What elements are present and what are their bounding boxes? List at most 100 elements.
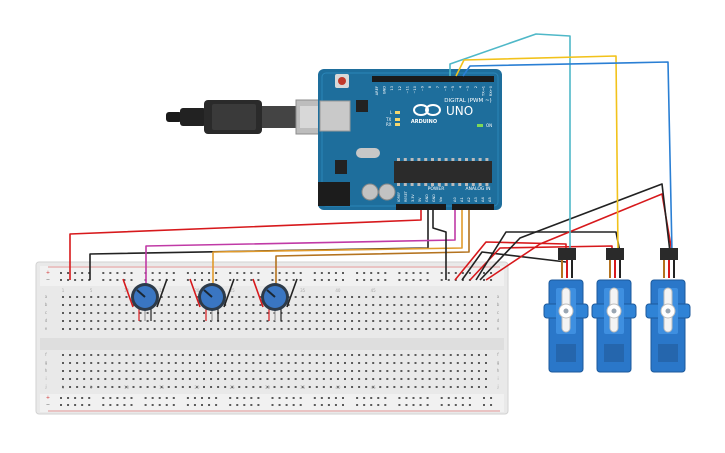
analog-pin-label: A0 [453, 197, 457, 202]
row-letter: j [44, 384, 46, 389]
wire-pot-signal-1 [145, 210, 456, 286]
analog-header [452, 204, 494, 210]
chip-pins [397, 158, 489, 186]
wire-servo-ground-1 [461, 251, 567, 281]
row-letter: h [497, 368, 500, 373]
potentiometer[interactable] [252, 278, 298, 321]
power-pin-label: GND [432, 194, 436, 202]
column-number: 45 [371, 385, 377, 390]
wire-servo-signal-1 [449, 33, 571, 252]
analog-pin-label: A3 [474, 197, 478, 202]
wire-servo-signal-3 [462, 61, 673, 253]
row-letter: f [497, 352, 499, 357]
digital-pin-label: 13 [390, 86, 394, 91]
row-letter: a [497, 294, 500, 299]
analog-pin-label: A1 [460, 197, 464, 202]
wire-servo-power-3 [485, 193, 673, 281]
servo-motor[interactable] [591, 248, 637, 373]
l-led [395, 111, 400, 114]
wire-pot-signal-3 [275, 210, 470, 286]
digital-pin-label: ~3 [466, 86, 470, 91]
arduino-logo: ARDUINO UNO [411, 104, 473, 125]
on-led [477, 124, 483, 127]
row-letter: g [45, 360, 48, 365]
digital-pin-label: ~11 [405, 86, 409, 94]
column-number: 1 [62, 385, 65, 390]
column-number: 35 [300, 385, 306, 390]
digital-header-label: DIGITAL (PWM ~) [444, 98, 491, 104]
row-letter: b [497, 302, 500, 307]
analog-header-label: ANALOG IN [465, 186, 490, 192]
column-number: 30 [265, 385, 271, 390]
digital-pin-label: TX→1 [481, 86, 485, 97]
wire-gnd-right [432, 210, 447, 280]
column-number: 5 [90, 288, 93, 293]
row-letter: e [497, 326, 500, 331]
row-letter: f [45, 352, 47, 357]
column-number: 20 [194, 288, 200, 293]
row-letter: j [496, 384, 498, 389]
power-jack [318, 182, 350, 206]
digital-pin-label: ~5 [451, 86, 455, 91]
svg-text:TX: TX [385, 117, 391, 122]
wire-5v [69, 210, 422, 280]
servo-motor[interactable] [645, 248, 691, 373]
column-number: 5 [90, 385, 93, 390]
column-number: 15 [159, 385, 165, 390]
atmega-chip [394, 161, 492, 183]
power-pin-label: 5V [418, 197, 422, 202]
row-letter: i [497, 376, 498, 381]
column-number: 1 [62, 288, 65, 293]
tx-led [395, 118, 400, 121]
rx-led [395, 123, 400, 126]
digital-pin-label: 7 [436, 86, 440, 88]
svg-text:RX: RX [386, 122, 392, 127]
row-letter: c [45, 310, 47, 315]
column-number: 25 [230, 288, 236, 293]
power-pin-label: GND [425, 194, 429, 202]
column-number: 35 [300, 288, 306, 293]
arduino-model-text: UNO [446, 104, 473, 118]
servo-connector [606, 248, 624, 260]
power-pin-label: IOREF [397, 192, 401, 202]
digital-pin-label: ~6 [443, 85, 447, 91]
potentiometer[interactable] [122, 278, 168, 321]
digital-pin-label: GND [383, 86, 387, 94]
row-letter: d [497, 318, 500, 323]
svg-text:L: L [390, 110, 393, 115]
row-letter: g [497, 360, 500, 365]
row-letter: h [45, 368, 48, 373]
digital-pin-label: 2 [474, 86, 478, 88]
digital-pin-label: ~10 [413, 85, 417, 93]
servo-connector [660, 248, 678, 260]
usb-cable [166, 99, 341, 135]
power-pin-label: RESET [404, 190, 408, 202]
rail-plus-label: + [46, 395, 50, 401]
digital-pin-label: RX←0 [489, 85, 493, 96]
arduino-brand-text: ARDUINO [411, 119, 437, 125]
power-pin-label: Vin [439, 197, 443, 202]
digital-pin-label: ~9 [421, 85, 425, 91]
row-letter: c [497, 310, 499, 315]
power-header [396, 204, 446, 210]
wire-servo-ground-3 [479, 183, 671, 281]
servo-connector [558, 248, 576, 260]
servo-motor[interactable] [543, 248, 589, 373]
column-number: 20 [194, 385, 200, 390]
digital-header [372, 76, 494, 82]
column-number: 10 [124, 385, 130, 390]
row-letter: a [45, 294, 48, 299]
digital-pin-label: 8 [428, 85, 432, 88]
column-number: 15 [159, 288, 165, 293]
column-number: 45 [371, 288, 377, 293]
digital-pin-label: 4 [459, 85, 463, 88]
analog-pin-label: A5 [488, 197, 492, 202]
row-letter: d [45, 318, 48, 323]
column-number: 25 [230, 385, 236, 390]
wire-pot-signal-2 [212, 210, 463, 286]
rail-plus-label: + [46, 270, 50, 276]
row-letter: i [45, 376, 46, 381]
digital-pin-label: 12 [398, 86, 402, 91]
potentiometer[interactable] [189, 278, 235, 321]
